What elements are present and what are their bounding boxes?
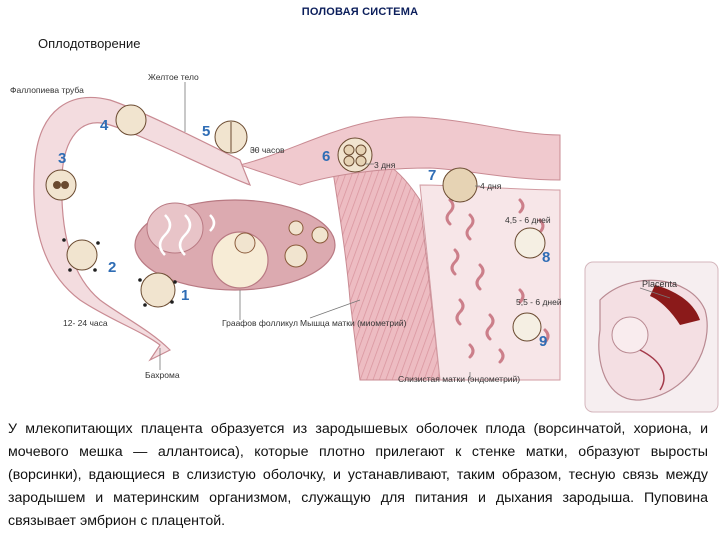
stage-number-6: 6 xyxy=(322,148,330,165)
stage-numbers: 1 2 3 4 5 6 7 8 9 xyxy=(58,117,550,350)
stage-number-4: 4 xyxy=(100,117,109,134)
fallopian-tube xyxy=(33,96,252,362)
label-graafian-follicle: Граафов фолликул xyxy=(222,318,298,328)
fertilization-diagram: 1 2 3 4 5 6 7 8 9 Желтое тело Фаллопиева… xyxy=(10,72,719,413)
leader-lines xyxy=(159,82,671,380)
label-fallopian-tube-text: Фаллопиева труба xyxy=(10,85,84,95)
endometrium-glands xyxy=(445,198,550,364)
uterus-wall-top xyxy=(238,116,561,186)
label-4-days: 4 дня xyxy=(480,181,502,191)
label-30-hours: 30 часов xyxy=(250,145,285,155)
label-12-24-hours: 12- 24 часа xyxy=(63,318,108,328)
section-subtitle: Оплодотворение xyxy=(38,36,141,51)
label-fimbria: Бахрома xyxy=(145,370,180,380)
stage-number-3: 3 xyxy=(58,150,66,167)
label-4-5-6-days: 4,5 - 6 дней xyxy=(505,215,551,225)
label-endometrium: Слизистая матки (эндометрий) xyxy=(398,374,520,384)
label-3-days: 3 дня xyxy=(374,160,396,170)
uterus-muscle xyxy=(329,149,441,381)
placenta-inset xyxy=(584,261,719,413)
label-fallopian-tube: Фаллопиева труба xyxy=(10,85,84,95)
label-5-5-6-days: 5,5 - 6 дней xyxy=(516,297,562,307)
label-yellow-body: Желтое тело xyxy=(148,72,199,82)
stage-number-1: 1 xyxy=(181,287,189,304)
ovary-folds xyxy=(158,214,216,256)
stage-number-9: 9 xyxy=(539,333,547,350)
stage-number-7: 7 xyxy=(428,167,436,184)
sperm-cluster xyxy=(62,238,177,307)
label-placenta: Placenta xyxy=(642,279,677,289)
label-uterus-muscle: Мышца матки (миометрий) xyxy=(300,318,407,328)
stage-cells xyxy=(45,104,546,342)
stage-number-2: 2 xyxy=(108,259,116,276)
stage-number-5: 5 xyxy=(202,123,210,140)
slide-title: ПОЛОВАЯ СИСТЕМА xyxy=(301,6,419,18)
caption-paragraph: У млекопитающих плацента образуется из з… xyxy=(8,421,708,529)
stage-number-8: 8 xyxy=(542,249,550,266)
